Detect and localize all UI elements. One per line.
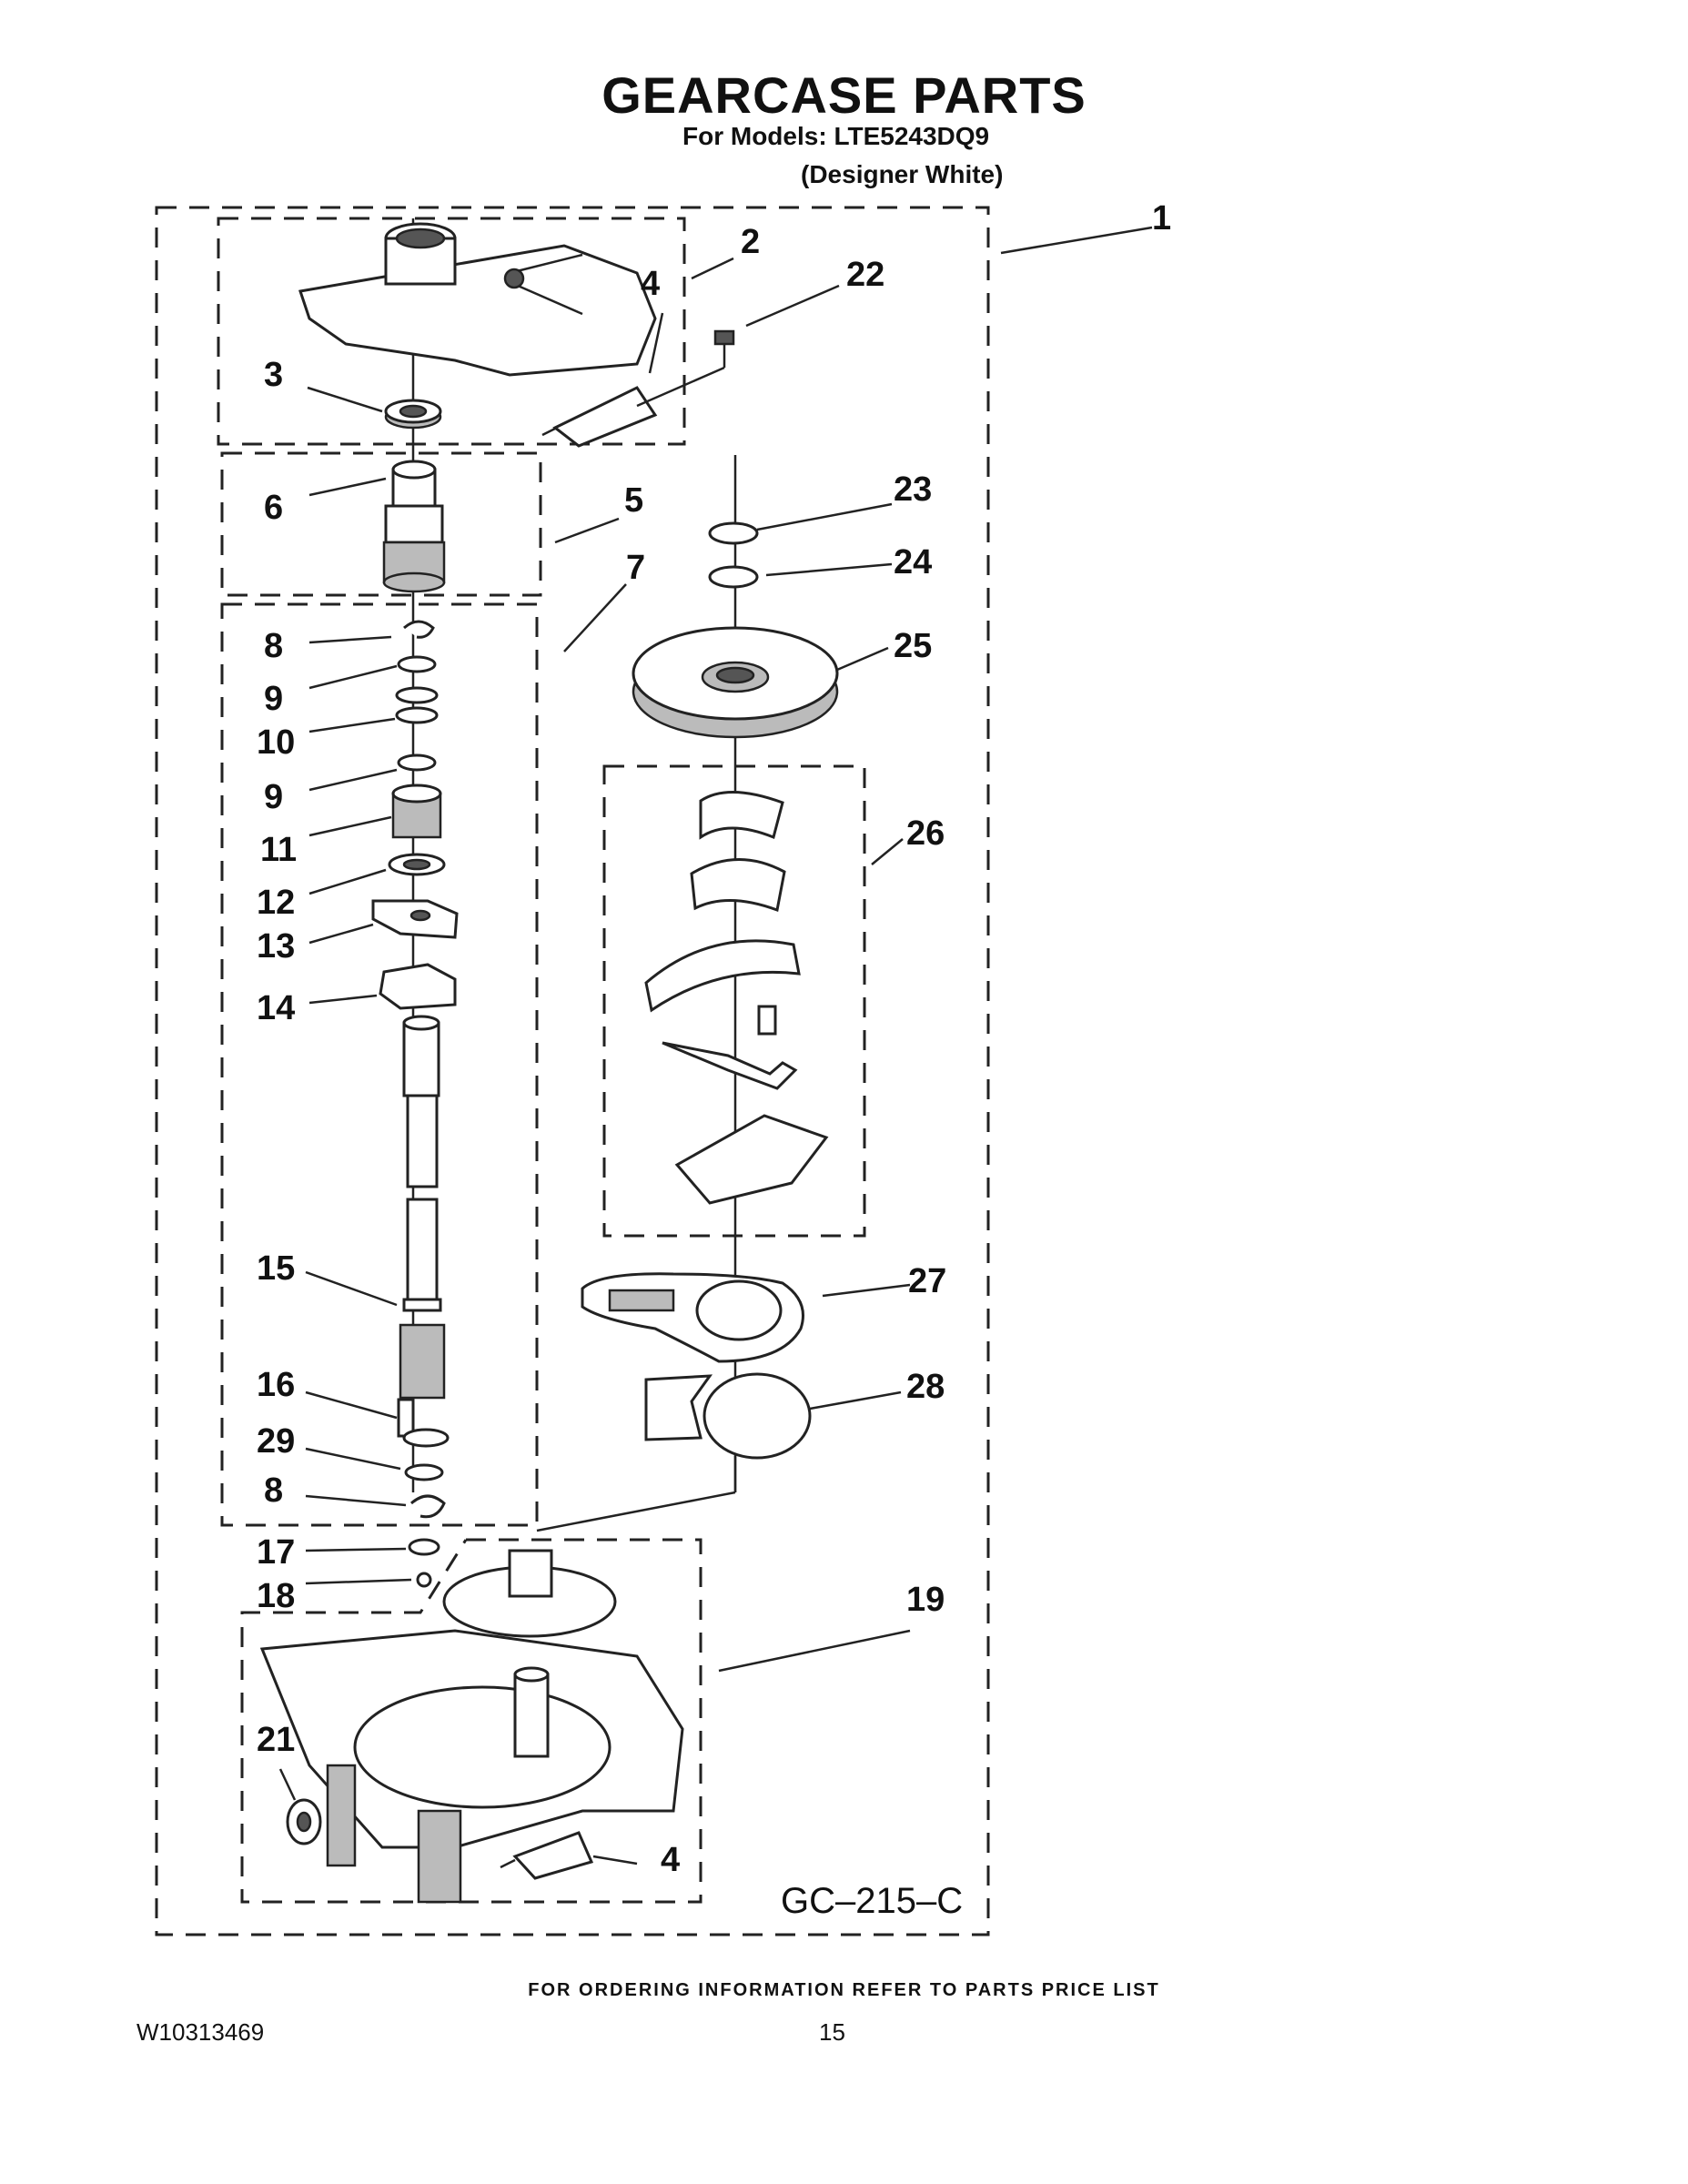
callout-29: 29 (257, 1422, 295, 1461)
page-title: GEARCASE PARTS (601, 66, 1087, 124)
callout-22: 22 (846, 256, 884, 294)
callout-18: 18 (257, 1577, 295, 1615)
gearcase-base-part (259, 1549, 684, 1904)
callout-10: 10 (257, 723, 295, 762)
assembly-box-7 (220, 602, 539, 1527)
callout-16: 16 (257, 1366, 295, 1404)
page-number: 15 (819, 2018, 845, 2046)
gearcase-cover-part (298, 222, 657, 377)
callout-26: 26 (906, 814, 945, 853)
ordering-note: FOR ORDERING INFORMATION REFER TO PARTS … (528, 1980, 1160, 2000)
callout-25: 25 (894, 627, 932, 665)
callout-13: 13 (257, 927, 295, 966)
callout-2: 2 (741, 223, 760, 261)
callout-21: 21 (257, 1721, 295, 1759)
drive-gear-part (632, 626, 839, 739)
callout-11: 11 (260, 831, 297, 869)
callout-27: 27 (908, 1262, 946, 1300)
variant-line: (Designer White) (801, 160, 1004, 188)
callout-8b: 8 (264, 1471, 283, 1510)
callout-15: 15 (257, 1249, 295, 1288)
callout-14: 14 (257, 989, 295, 1027)
callout-24: 24 (894, 543, 932, 581)
callout-7: 7 (626, 549, 645, 587)
callout-3: 3 (264, 356, 283, 394)
screw-part (636, 329, 735, 408)
connector-line (536, 1491, 736, 1532)
callout-28: 28 (906, 1368, 945, 1406)
callout-9: 9 (264, 680, 283, 718)
callout-17: 17 (257, 1533, 295, 1572)
models-line: For Models: LTE5243DQ9 (682, 122, 990, 150)
seal-part (384, 399, 442, 430)
agitator-shaft-part (399, 1015, 446, 1400)
callout-6: 6 (264, 489, 283, 527)
callout-4: 4 (641, 265, 660, 303)
callout-12: 12 (257, 884, 295, 922)
callout-4b: 4 (661, 1841, 680, 1879)
pinion-part (382, 460, 446, 593)
bearing-part (286, 1798, 322, 1845)
callout-8: 8 (264, 627, 283, 665)
doc-number: W10313469 (136, 2018, 265, 2046)
small-parts-stack (371, 620, 459, 1010)
callout-19: 19 (906, 1581, 945, 1619)
callout-5: 5 (624, 481, 643, 520)
callout-23: 23 (894, 470, 932, 509)
callout-9b: 9 (264, 778, 283, 816)
lower-small-parts (397, 1398, 450, 1588)
retainer-ring-part (644, 1372, 812, 1460)
grease-tube-lower-part (500, 1831, 594, 1880)
callout-1: 1 (1152, 199, 1171, 238)
diagram-code: GC–215–C (781, 1881, 963, 1921)
leader-lines (278, 226, 1153, 1866)
grease-tube-part (541, 386, 658, 448)
rings-part (708, 521, 759, 589)
shifter-assembly-part (644, 791, 829, 1205)
assembly-box-19 (240, 1538, 702, 1904)
assembly-box-2 (217, 217, 686, 446)
cam-plate-part (581, 1272, 804, 1363)
